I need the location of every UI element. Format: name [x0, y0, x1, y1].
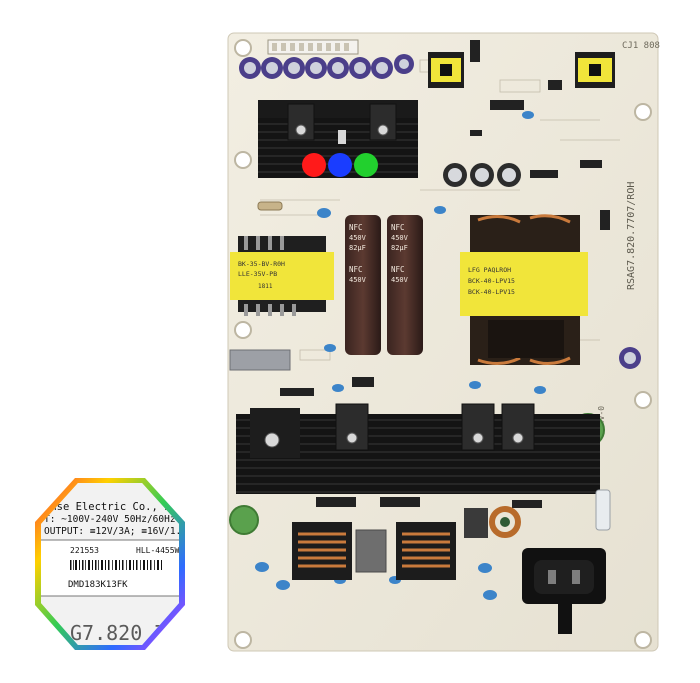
sticker-id-right: HLL-4455WR: [136, 546, 184, 555]
main-transformer: LFG PAQLROH BCK-40-LPV15 BCK-40-LPV15: [460, 214, 588, 365]
power-board: CJ1 808: [227, 32, 660, 652]
output-capacitors: [239, 54, 414, 79]
mount-hole: [234, 39, 252, 57]
bulk-capacitors: NFC 450V 82μF NFC 450V NFC 450V 82μF NFC…: [345, 215, 423, 355]
fuse: [595, 489, 611, 531]
barcode: [70, 560, 162, 570]
cap-brand: NFC: [349, 223, 363, 232]
transformer-small-label-3: 1811: [258, 283, 273, 290]
transformer-large-label-3: BCK-40-LPV15: [468, 288, 515, 296]
transformer-small-label: BK-35-BV-R0H: [238, 260, 285, 268]
blue-dot: [328, 153, 352, 177]
relay: [229, 349, 291, 371]
green-dot: [354, 153, 378, 177]
transformer-large-label: LFG PAQLROH: [468, 266, 511, 274]
mount-hole: [634, 631, 652, 649]
bottom-heatsink: [236, 403, 600, 494]
mount-hole: [234, 631, 252, 649]
sticker-input-rating: T: ~100V-240V 50Hz/60Hz: [44, 514, 176, 525]
input-chokes: [292, 508, 488, 580]
barcode-label: [41, 539, 179, 597]
mount-hole: [234, 321, 252, 339]
label-zoom: ense Electric Co., Ltd T: ~100V-240V 50H…: [35, 478, 198, 650]
board-model-code: RSAG7.820.7707/ROH: [626, 182, 637, 290]
sticker-output-rating: OUTPUT: ≡12V/3A; ≡16V/1.5A;: [44, 526, 198, 537]
rgb-indicator-dots: [302, 153, 378, 177]
standby-transformer: BK-35-BV-R0H LLE-35V-PB 1811: [230, 236, 334, 316]
mount-hole: [234, 151, 252, 169]
board-rating: 94V-0: [597, 406, 606, 430]
transformer-large-label-2: BCK-40-LPV15: [468, 277, 515, 285]
silk-label: CJ1 808: [622, 41, 660, 51]
cap-brand-3: NFC: [391, 223, 405, 232]
ac-inlet: [522, 548, 606, 634]
cap-brand-4: NFC: [391, 265, 405, 274]
mount-hole: [634, 391, 652, 409]
cap-capacity-3: 82μF: [391, 244, 408, 252]
toroid-inductor: [489, 506, 521, 538]
sticker-serial: DMD183K13FK: [68, 580, 128, 590]
filter-capacitors: [443, 163, 521, 187]
cap-voltage: 450V: [349, 234, 367, 242]
sticker-id-left: 221553: [70, 546, 99, 555]
transformer-small-label-2: LLE-35V-PB: [238, 270, 277, 278]
resistor: [257, 201, 283, 211]
cap-voltage-4: 450V: [391, 276, 409, 284]
cap-capacity: 82μF: [349, 244, 366, 252]
cap-voltage-3: 450V: [391, 234, 409, 242]
mount-hole: [634, 103, 652, 121]
cap-voltage-2: 450V: [349, 276, 367, 284]
red-dot: [302, 153, 326, 177]
cap-brand-2: NFC: [349, 265, 363, 274]
sticker-manufacturer: ense Electric Co., Ltd: [44, 501, 183, 513]
top-transformers: [428, 52, 615, 88]
thermistor: [229, 505, 259, 535]
